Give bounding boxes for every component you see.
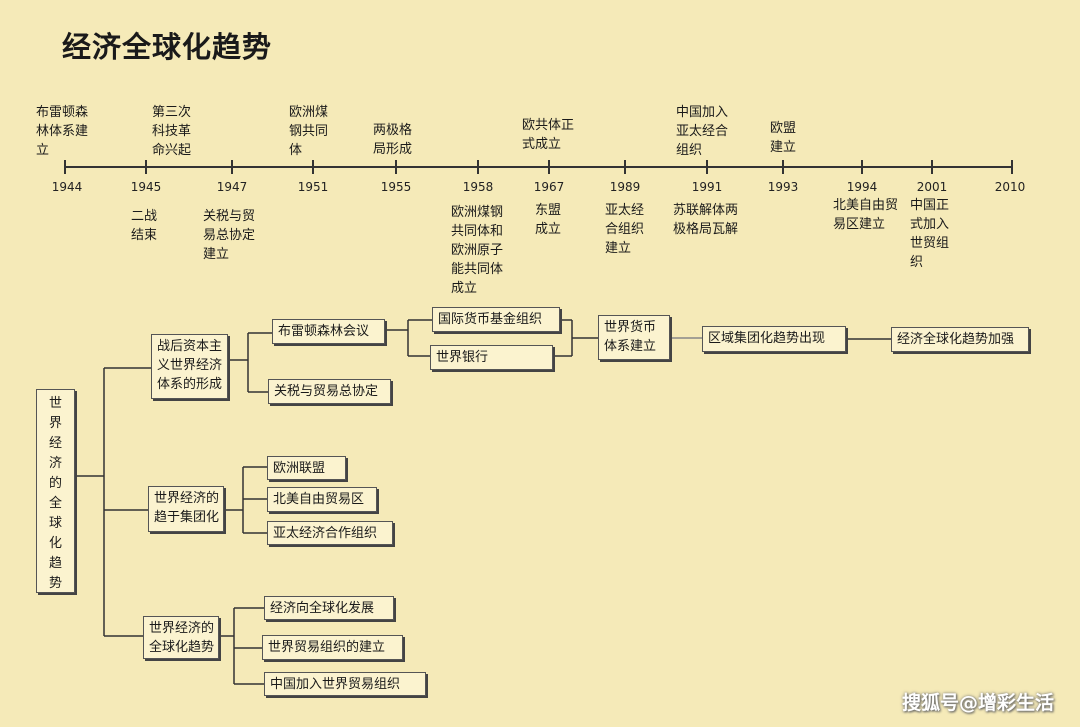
event-1991-ussr: 苏联解体两 极格局瓦解 xyxy=(673,203,739,237)
year-label: 1955 xyxy=(380,180,412,194)
node-regional-grouping: 区域集团化趋势出现 xyxy=(702,326,846,352)
node-gatt: 关税与贸易总协定 xyxy=(268,379,391,404)
page-title: 经济全球化趋势 xyxy=(62,30,273,64)
year-label: 1947 xyxy=(216,180,248,194)
tree-connectors xyxy=(75,319,891,685)
node-monetary-system: 世界货币 体系建立 xyxy=(598,315,670,360)
year-label: 1991 xyxy=(691,180,723,194)
event-1945-tech-revolution: 第三次 科技革 命兴起 xyxy=(152,105,192,158)
node-wto-established: 世界贸易组织的建立 xyxy=(262,635,403,660)
node-nafta: 北美自由贸易区 xyxy=(267,487,377,512)
node-bretton-woods-conference: 布雷顿森林会议 xyxy=(272,319,385,344)
year-label: 1944 xyxy=(51,180,83,194)
event-1991-apec-china: 中国加入 亚太经合 组织 xyxy=(676,105,729,158)
event-1958-euratom: 欧洲煤钢 共同体和 欧洲原子 能共同体 成立 xyxy=(451,205,504,296)
year-label: 1993 xyxy=(767,180,799,194)
node-eu: 欧洲联盟 xyxy=(267,456,346,480)
event-1945-ww2-end: 二战 结束 xyxy=(131,209,158,243)
event-1955-bipolar: 两极格 局形成 xyxy=(373,123,413,157)
year-label: 1967 xyxy=(533,180,565,194)
node-china-joins-wto: 中国加入世界贸易组织 xyxy=(264,672,426,696)
year-label: 2001 xyxy=(916,180,948,194)
node-globalization-strengthen: 经济全球化趋势加强 xyxy=(891,327,1029,352)
event-1967-ec: 欧共体正 式成立 xyxy=(522,118,575,152)
event-1994-nafta: 北美自由贸 易区建立 xyxy=(833,198,899,232)
event-1993-eu: 欧盟 建立 xyxy=(770,121,797,155)
branch-globalization-trend: 世界经济的 全球化趋势 xyxy=(143,616,219,659)
event-1967-asean: 东盟 成立 xyxy=(535,203,562,237)
node-imf: 国际货币基金组织 xyxy=(432,307,560,332)
event-1951-ecsc: 欧洲煤 钢共同 体 xyxy=(289,105,329,158)
year-label: 1989 xyxy=(609,180,641,194)
year-label: 1958 xyxy=(462,180,494,194)
year-label: 1945 xyxy=(130,180,162,194)
node-world-bank: 世界银行 xyxy=(430,345,553,370)
timeline-ticks xyxy=(64,160,1013,174)
year-label: 1994 xyxy=(846,180,878,194)
watermark: 搜狐号@增彩生活 xyxy=(901,692,1054,714)
node-economic-globalization: 经济向全球化发展 xyxy=(264,596,394,620)
event-1947-gatt: 关税与贸 易总协定 建立 xyxy=(203,209,256,262)
year-label: 2010 xyxy=(994,180,1026,194)
event-1989-apec: 亚太经 合组织 建立 xyxy=(605,203,645,256)
branch-postwar-system: 战后资本主 义世界经济 体系的形成 xyxy=(151,334,228,399)
node-apec: 亚太经济合作组织 xyxy=(267,521,393,545)
root-node: 世 界 经 济 的 全 球 化 趋 势 xyxy=(36,389,75,593)
event-2001-wto-china: 中国正 式加入 世贸组 织 xyxy=(910,198,950,270)
year-label: 1951 xyxy=(297,180,329,194)
branch-regional-groups: 世界经济的 趋于集团化 xyxy=(148,486,224,532)
event-1944-bretton-woods: 布雷顿森 林体系建 立 xyxy=(36,105,89,158)
